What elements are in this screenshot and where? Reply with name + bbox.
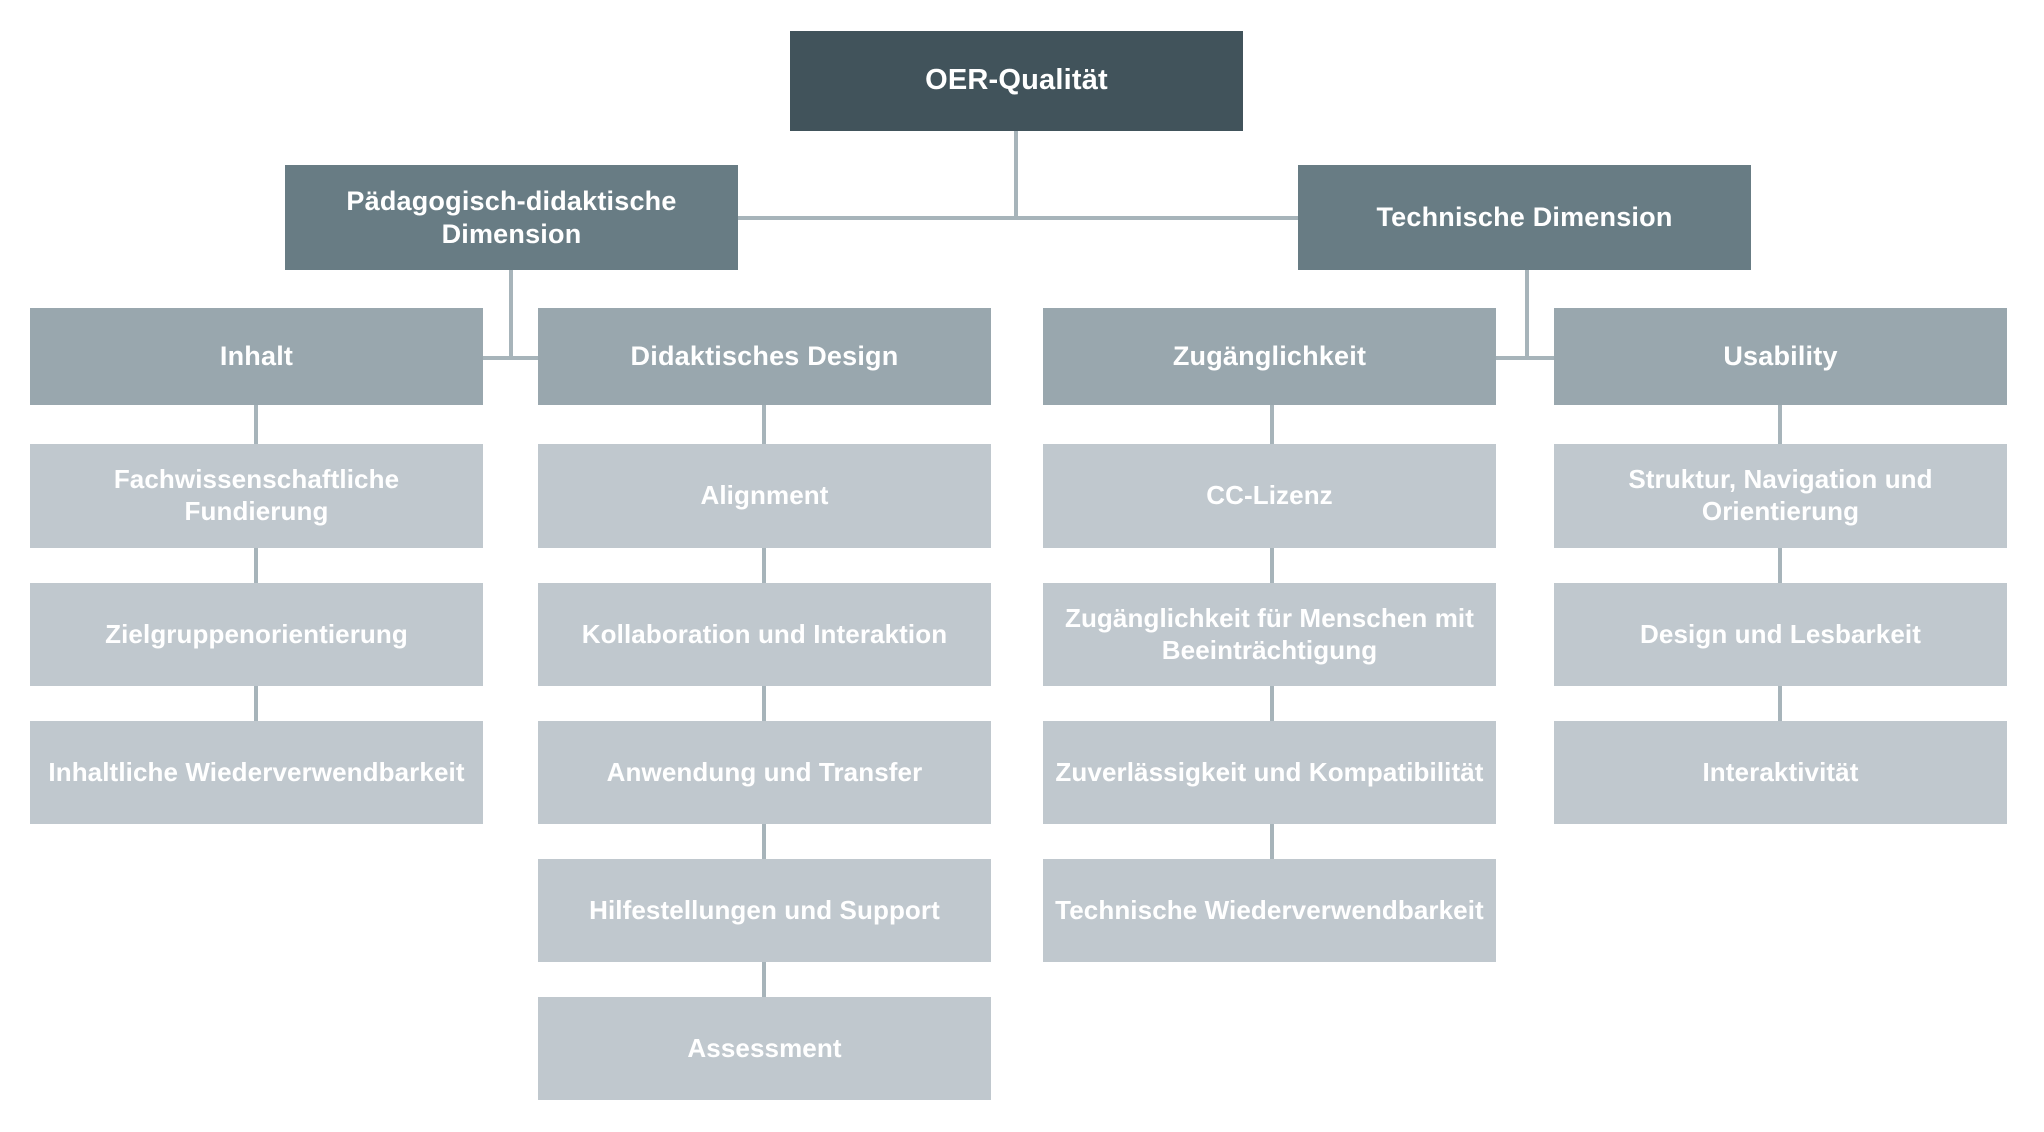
connector-root-down xyxy=(1014,131,1018,220)
node-zugaenglichkeit[interactable]: Zugänglichkeit xyxy=(1043,308,1496,405)
connector-zugang-3 xyxy=(1270,686,1274,721)
node-alignment[interactable]: Alignment xyxy=(538,444,991,548)
connector-inhalt-3 xyxy=(254,686,258,721)
node-technische-wiederverwendbarkeit[interactable]: Technische Wiederverwendbarkeit xyxy=(1043,859,1496,962)
node-hilfestellungen-und-support[interactable]: Hilfestellungen und Support xyxy=(538,859,991,962)
node-fachwissenschaftliche-fundierung[interactable]: Fachwissenschaftliche Fundierung xyxy=(30,444,483,548)
node-oer-qualitaet[interactable]: OER-Qualität xyxy=(790,31,1243,131)
connector-usability-1 xyxy=(1778,405,1782,444)
connector-usability-2 xyxy=(1778,548,1782,583)
connector-didaktik-2 xyxy=(762,548,766,583)
node-didaktisches-design[interactable]: Didaktisches Design xyxy=(538,308,991,405)
node-struktur-navigation-und-orientierung[interactable]: Struktur, Navigation und Orientierung xyxy=(1554,444,2007,548)
connector-zugang-4 xyxy=(1270,824,1274,859)
connector-inhalt-2 xyxy=(254,548,258,583)
node-anwendung-und-transfer[interactable]: Anwendung und Transfer xyxy=(538,721,991,824)
connector-paed-categories-bus xyxy=(483,356,539,360)
node-interaktivitaet[interactable]: Interaktivität xyxy=(1554,721,2007,824)
connector-dimensions-bus xyxy=(737,216,1298,220)
node-zuverlaessigkeit-und-kompatibilitaet[interactable]: Zuverlässigkeit und Kompatibilität xyxy=(1043,721,1496,824)
connector-paed-down xyxy=(509,270,513,360)
connector-inhalt-1 xyxy=(254,405,258,444)
node-inhalt[interactable]: Inhalt xyxy=(30,308,483,405)
connector-didaktik-3 xyxy=(762,686,766,721)
node-technische-dimension[interactable]: Technische Dimension xyxy=(1298,165,1751,270)
node-cc-lizenz[interactable]: CC-Lizenz xyxy=(1043,444,1496,548)
node-zugaenglichkeit-fuer-menschen-mit-beeintraechtigung[interactable]: Zugänglichkeit für Menschen mit Beeinträ… xyxy=(1043,583,1496,686)
connector-zugang-2 xyxy=(1270,548,1274,583)
connector-didaktik-4 xyxy=(762,824,766,859)
connector-tech-down xyxy=(1525,270,1529,360)
connector-didaktik-1 xyxy=(762,405,766,444)
node-kollaboration-und-interaktion[interactable]: Kollaboration und Interaktion xyxy=(538,583,991,686)
connector-didaktik-5 xyxy=(762,962,766,997)
node-zielgruppenorientierung[interactable]: Zielgruppenorientierung xyxy=(30,583,483,686)
node-assessment[interactable]: Assessment xyxy=(538,997,991,1100)
node-paedagogisch-didaktische-dimension[interactable]: Pädagogisch-didaktische Dimension xyxy=(285,165,738,270)
node-inhaltliche-wiederverwendbarkeit[interactable]: Inhaltliche Wiederverwendbarkeit xyxy=(30,721,483,824)
connector-zugang-1 xyxy=(1270,405,1274,444)
connector-usability-3 xyxy=(1778,686,1782,721)
node-design-und-lesbarkeit[interactable]: Design und Lesbarkeit xyxy=(1554,583,2007,686)
connector-tech-categories-bus xyxy=(1496,356,1554,360)
node-usability[interactable]: Usability xyxy=(1554,308,2007,405)
